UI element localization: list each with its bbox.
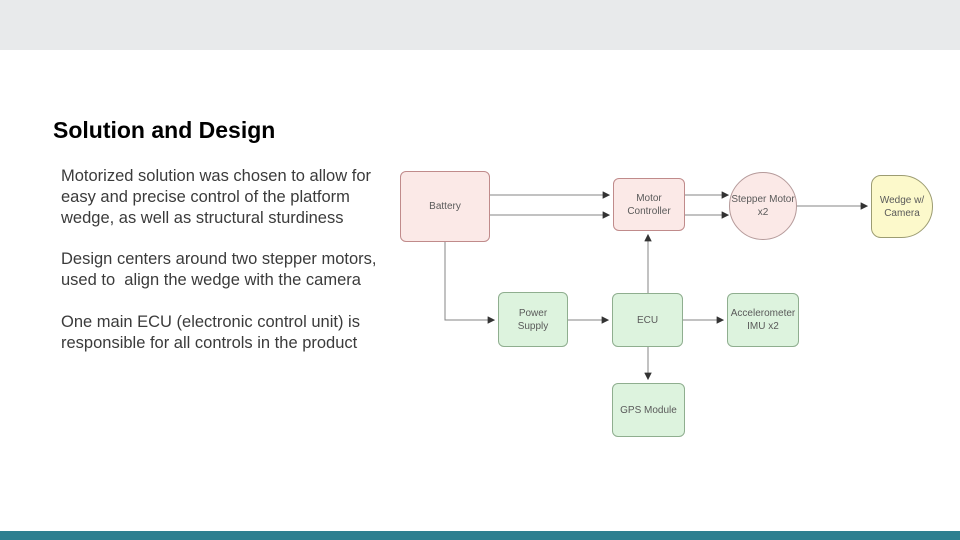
bullet-paragraph-3: One main ECU (electronic control unit) i… <box>61 312 360 352</box>
node-wedge-camera-label: Wedge w/ Camera <box>879 194 925 219</box>
node-accelerometer-label: Accelerometer IMU x2 <box>730 308 796 332</box>
node-power-supply-label: Power Supply <box>517 307 549 332</box>
node-power-supply: Power Supply <box>498 292 568 347</box>
node-ecu: ECU <box>612 293 683 347</box>
slide-top-accent-bar <box>0 0 960 50</box>
node-ecu-label: ECU <box>636 314 659 326</box>
diagram-connectors <box>444 191 869 381</box>
node-battery-label: Battery <box>429 201 461 212</box>
node-stepper-motor-label: Stepper Motor x2 <box>731 194 795 218</box>
bullet-paragraph-2: Design centers around two stepper motors… <box>61 250 377 290</box>
edge-battery-to-power-supply <box>444 242 496 324</box>
node-motor-controller: Motor Controller <box>613 178 685 231</box>
bullet-paragraph-1: Motorized solution was chosen to allow f… <box>61 167 371 227</box>
body-text-block: Motorized solution was chosen to allow f… <box>61 166 411 375</box>
node-gps-module: GPS Module <box>612 383 685 437</box>
node-battery: Battery <box>400 171 490 242</box>
slide-title: Solution and Design <box>53 117 276 144</box>
slide-bottom-accent-bar <box>0 531 960 540</box>
node-gps-module-label: GPS Module <box>620 404 677 416</box>
node-stepper-motor: Stepper Motor x2 <box>729 172 797 240</box>
system-block-diagram: Battery Motor Controller Stepper Motor x… <box>395 165 945 455</box>
node-accelerometer: Accelerometer IMU x2 <box>727 293 799 347</box>
node-motor-controller-label: Motor Controller <box>627 192 671 217</box>
node-wedge-camera: Wedge w/ Camera <box>871 175 933 238</box>
